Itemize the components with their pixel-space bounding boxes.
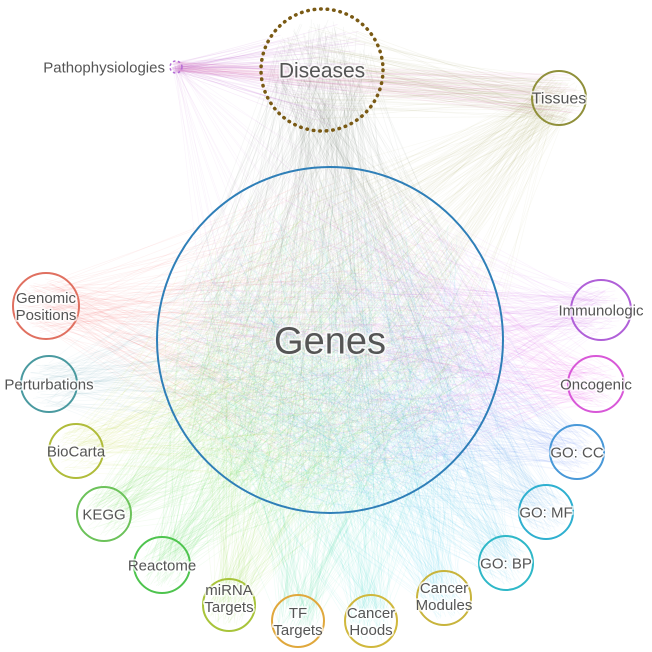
node-gobp[interactable]	[478, 535, 534, 591]
edge-bundles	[18, 19, 626, 642]
node-kegg[interactable]	[76, 486, 132, 542]
node-label-oncogenic: Oncogenic	[560, 376, 632, 393]
node-perturbations[interactable]	[20, 355, 78, 413]
node-label-reactome: Reactome	[128, 557, 196, 574]
node-gomf[interactable]	[518, 484, 574, 540]
node-circles	[12, 7, 632, 648]
node-label-genes: Genes	[274, 320, 386, 362]
node-tf[interactable]	[271, 594, 325, 648]
node-labels: Genes Diseases PathophysiologiesTissuesGen…	[3, 58, 646, 641]
node-label-gocc: GO: CC	[550, 444, 604, 461]
node-diseases[interactable]	[259, 7, 385, 133]
node-label-perturbations: Perturbations	[4, 376, 93, 393]
node-pathophysiologies[interactable]	[169, 60, 183, 74]
node-gocc[interactable]	[549, 424, 605, 480]
node-oncogenic[interactable]	[567, 355, 625, 413]
node-mirna[interactable]	[202, 578, 256, 632]
node-genomic[interactable]	[12, 272, 80, 340]
node-cancerhoods[interactable]	[344, 594, 398, 648]
node-cancermodules[interactable]	[416, 570, 472, 626]
node-label-diseases: Diseases	[279, 59, 365, 82]
node-reactome[interactable]	[133, 536, 191, 594]
node-biocarta[interactable]	[48, 423, 104, 479]
node-immunologic[interactable]	[570, 279, 632, 341]
node-label-gobp: GO: BP	[480, 555, 532, 572]
node-label-gomf: GO: MF	[519, 504, 572, 521]
node-label-pathophysiologies: Pathophysiologies	[43, 59, 165, 76]
node-label-kegg: KEGG	[82, 506, 125, 523]
node-tissues[interactable]	[531, 70, 587, 126]
node-label-immunologic: Immunologic	[558, 302, 644, 319]
node-label-tissues: Tissues	[532, 91, 587, 108]
node-genes[interactable]	[156, 166, 504, 514]
node-label-biocarta: BioCarta	[47, 443, 106, 460]
